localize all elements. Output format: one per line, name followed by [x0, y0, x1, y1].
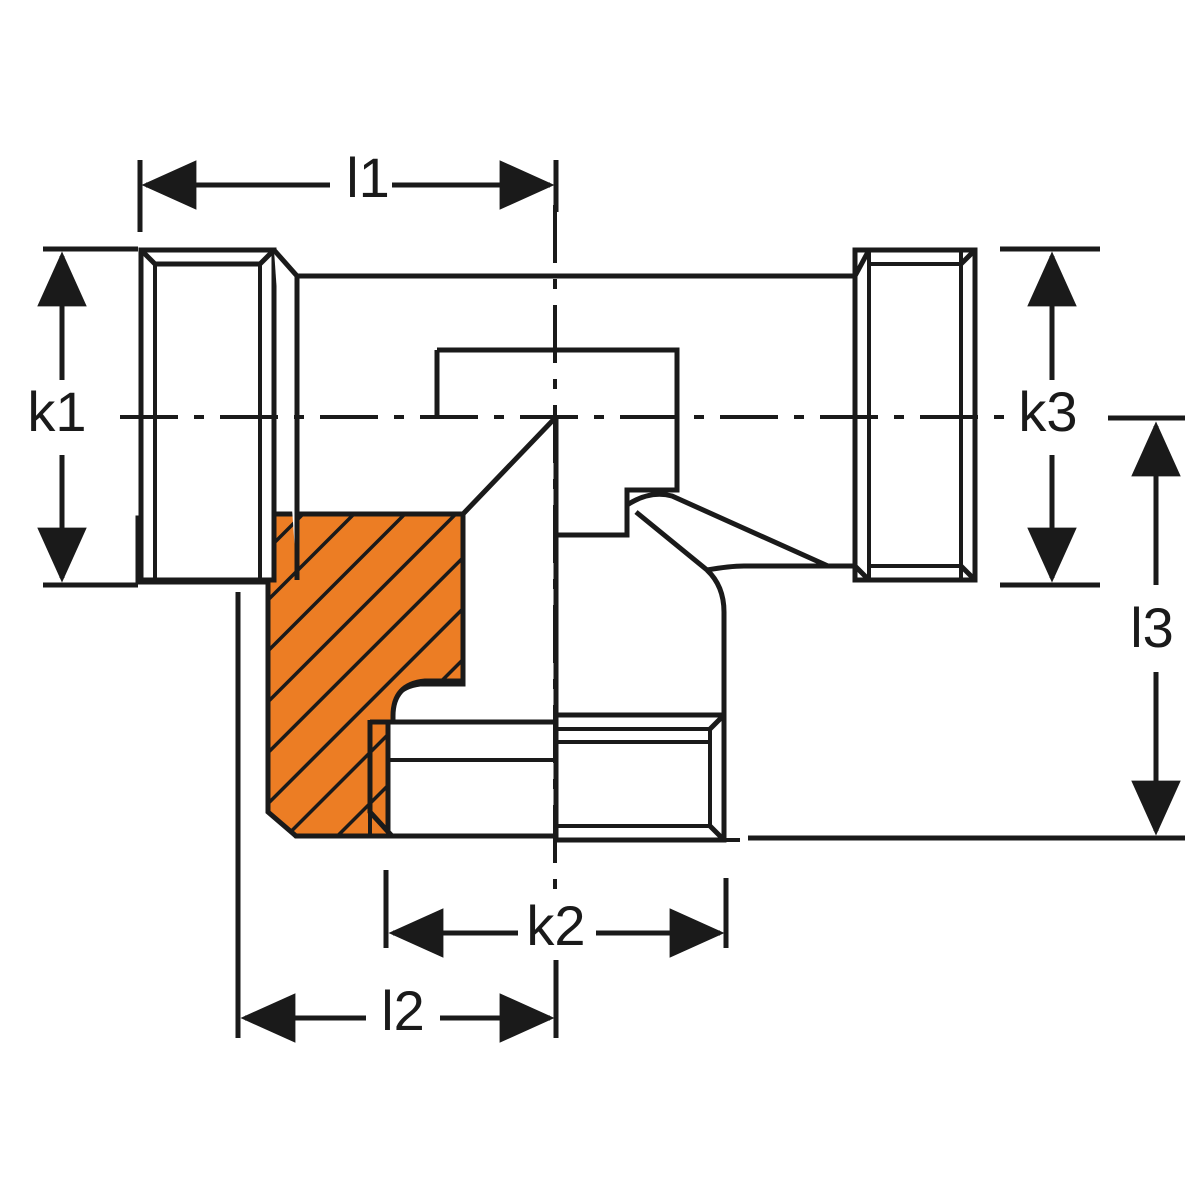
right-nut-chamfer-bl [853, 564, 871, 582]
left-spigot-chamfer-tr [258, 248, 276, 266]
right-nut-chamfer-tr [959, 248, 977, 266]
dimension-labels: l1 k1 k3 l3 k2 l2 [27, 146, 1173, 1042]
center-step-shoulder [556, 417, 680, 538]
dim-label-k1: k1 [27, 380, 86, 443]
right-fillet-blend [706, 563, 745, 573]
bottom-threaded-nut [553, 712, 727, 843]
right-nut-chamfer-br [959, 564, 977, 582]
center-boss [437, 347, 680, 417]
section-fill-poly [135, 511, 466, 839]
left-spigot-outer [138, 247, 277, 583]
drawing-body: l1 k1 k3 l3 k2 l2 [27, 146, 1185, 1043]
bottom-nut-outer [553, 712, 727, 843]
right-threaded-nut [852, 247, 978, 583]
section-shape-final [135, 511, 466, 839]
dim-label-k3: k3 [1018, 380, 1077, 443]
right-fillet-upper [625, 491, 830, 569]
right-nut-chamfer-tl [852, 248, 872, 278]
dim-label-l3: l3 [1130, 596, 1174, 659]
dim-label-l1: l1 [346, 146, 390, 209]
left-spigot-chamfer-tl [139, 248, 157, 266]
right-fillet-lower [634, 510, 727, 720]
dimension-arrows [37, 160, 1181, 1043]
left-threaded-spigot [138, 247, 300, 583]
center-bore-profile [461, 415, 558, 516]
dim-label-l2: l2 [381, 979, 425, 1042]
extension-lines [43, 160, 1185, 1038]
dim-label-k2: k2 [526, 894, 585, 957]
